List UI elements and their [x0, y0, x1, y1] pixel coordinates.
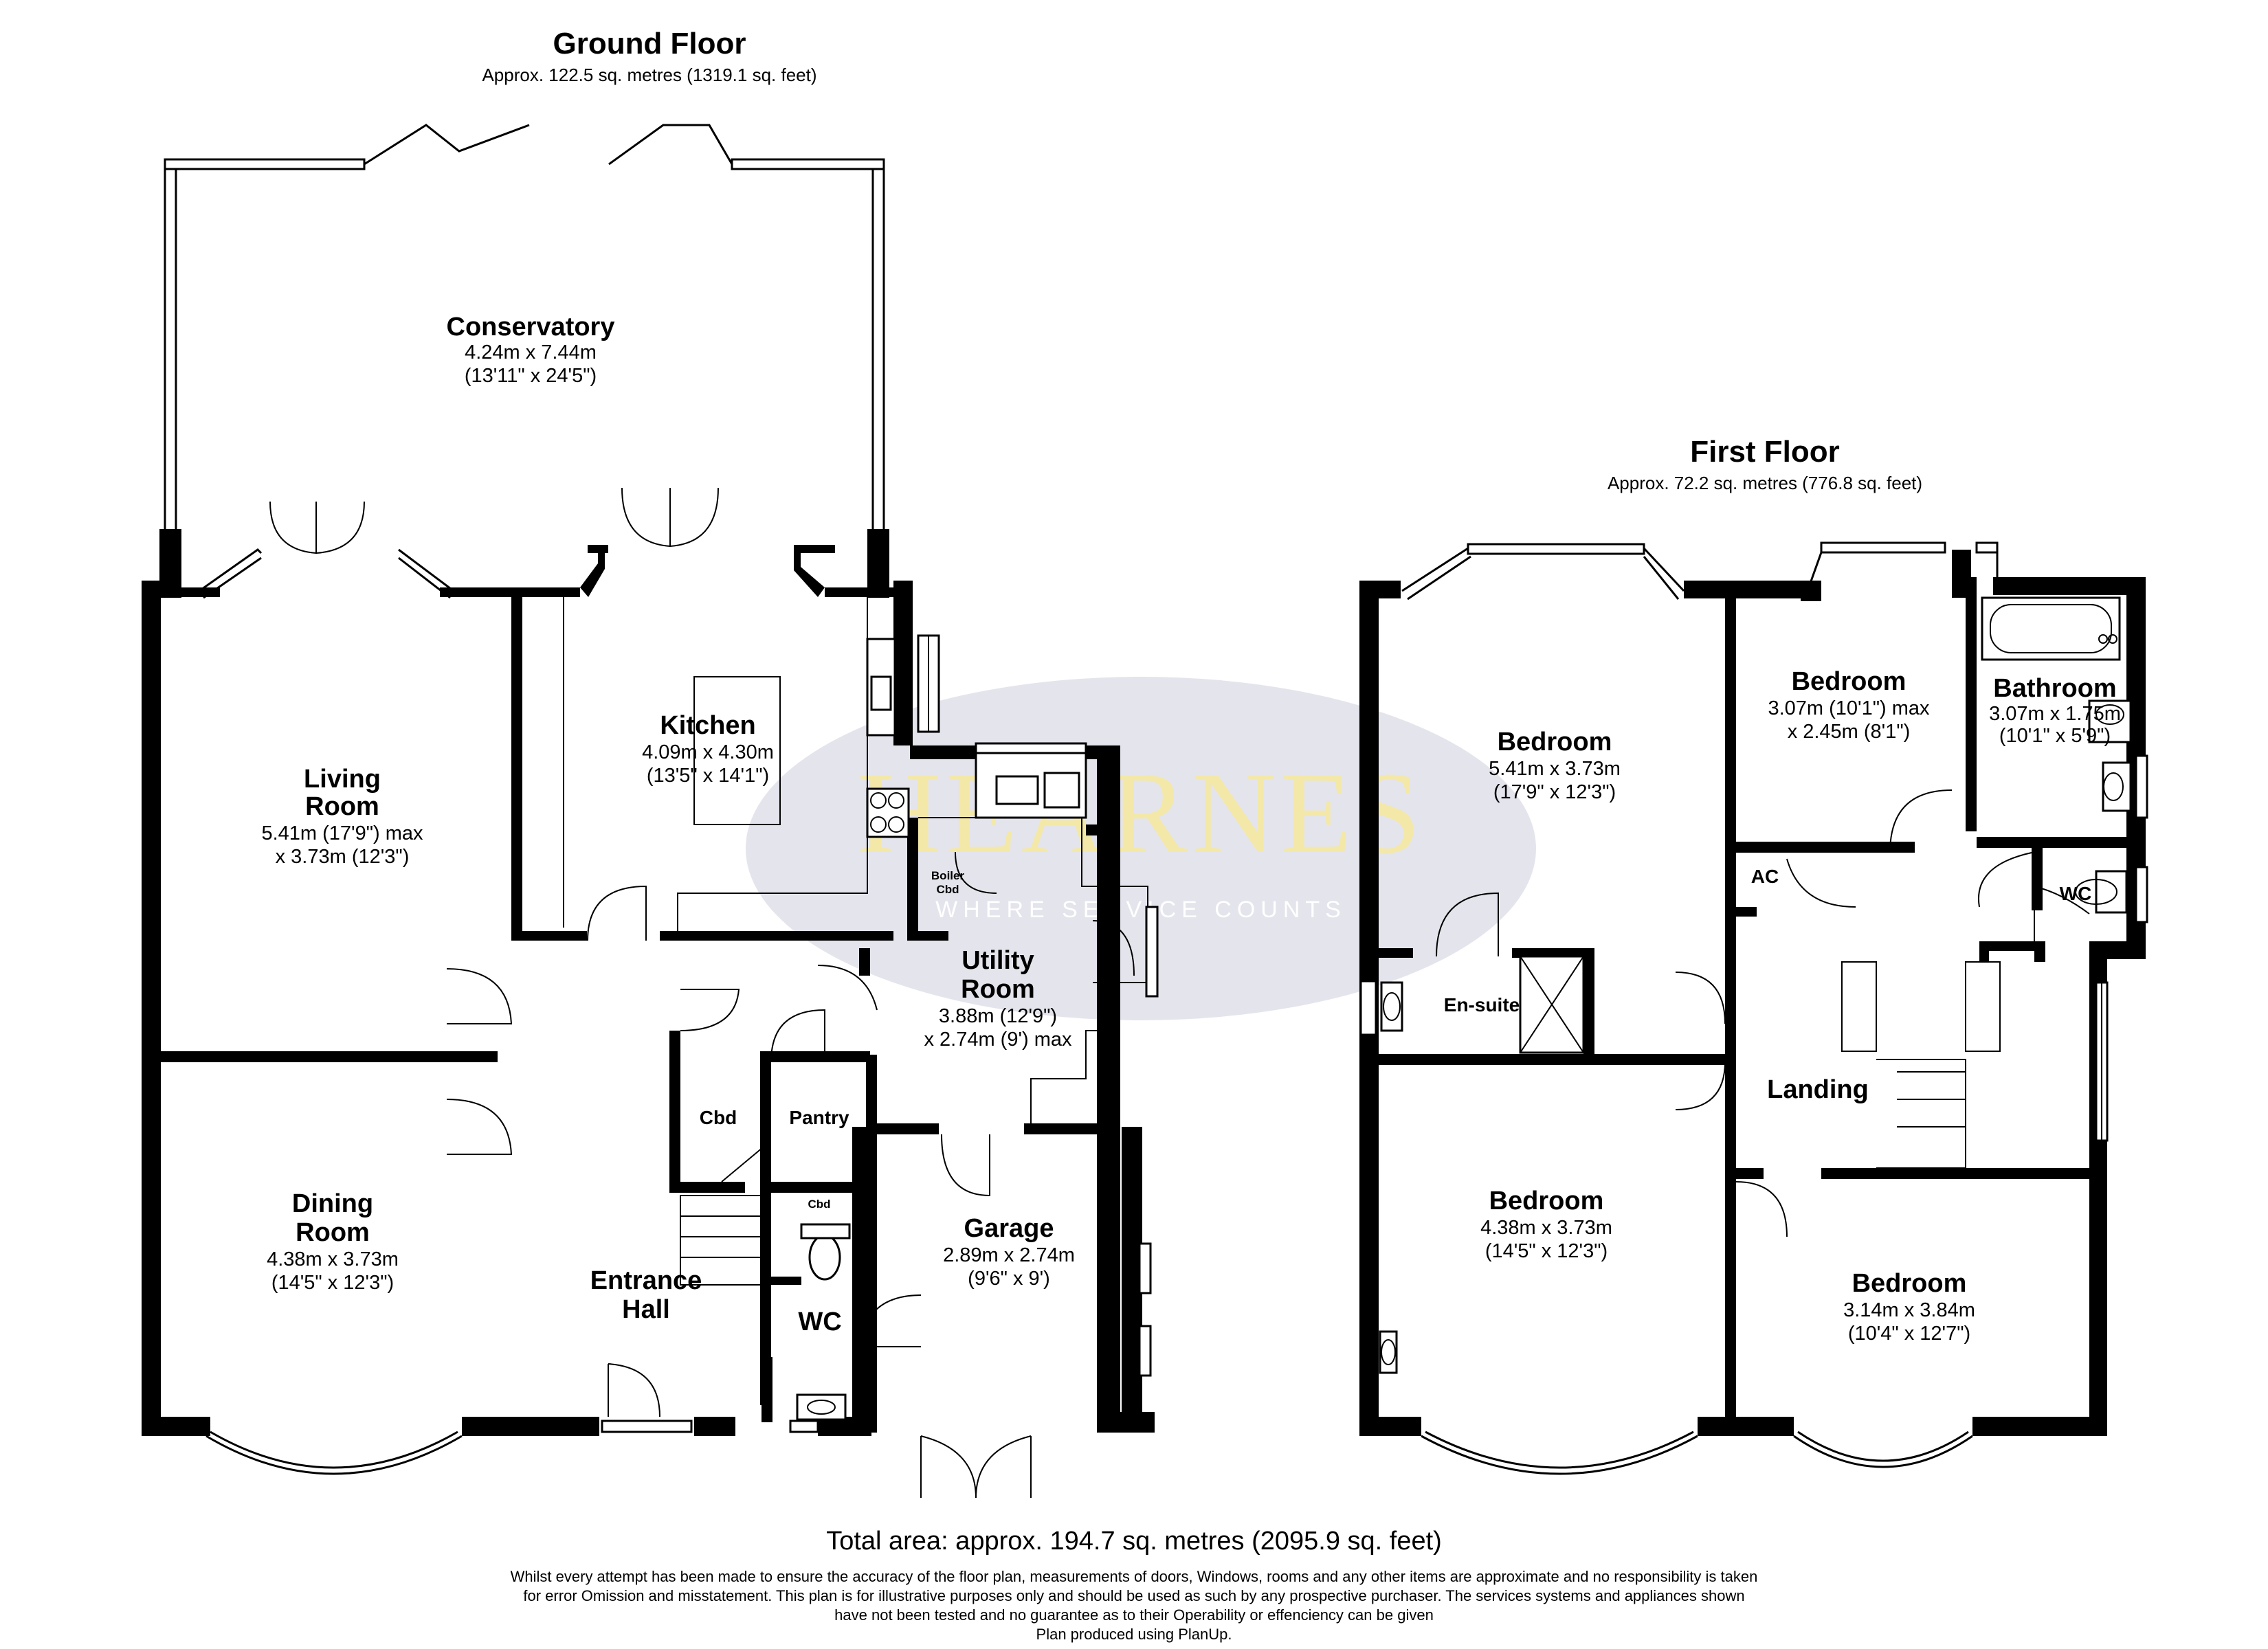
utility-room-name-1: Utility	[961, 946, 1034, 975]
bedroom-2-dim-1: 3.07m (10'1") max	[1768, 697, 1930, 719]
bathroom-dim-2: (10'1" x 5'9")	[1999, 725, 2111, 747]
disclaimer-line-3: have not been tested and no guarantee as…	[834, 1606, 1434, 1624]
conservatory-dim-metric: 4.24m x 7.44m	[465, 341, 597, 363]
ac-label: AC	[1751, 866, 1779, 887]
ground-floor-area: Approx. 122.5 sq. metres (1319.1 sq. fee…	[482, 65, 816, 85]
garage-dim-metric: 2.89m x 2.74m	[943, 1244, 1075, 1266]
living-room-name-1: Living	[304, 765, 381, 794]
watermark-tagline: WHERE SERVICE COUNTS	[935, 897, 1346, 923]
watermark-brand: HEARNES	[857, 748, 1425, 877]
first-interior-walls	[1379, 577, 2128, 1419]
living-room-dim-1: 5.41m (17'9") max	[261, 822, 423, 844]
first-floor-title: First Floor	[1690, 435, 1840, 469]
disclaimer-line-2: for error Omission and misstatement. Thi…	[523, 1587, 1744, 1604]
utility-room-dim-1: 3.88m (12'9")	[939, 1005, 1057, 1027]
bedroom-3-name: Bedroom	[1489, 1187, 1604, 1215]
living-room-name-2: Room	[305, 792, 379, 821]
entrance-hall-name-1: Entrance	[590, 1266, 702, 1295]
ground-windows	[601, 634, 1159, 1433]
bedroom-2-dim-2: x 2.45m (8'1")	[1788, 721, 1911, 743]
dining-room-dim-2: (14'5" x 12'3")	[271, 1272, 394, 1294]
first-front-bays	[1421, 1431, 1973, 1475]
first-doors	[1436, 789, 2090, 1237]
ground-wc-fixtures	[796, 1223, 851, 1421]
living-room-dim-2: x 3.73m (12'3")	[276, 846, 410, 868]
ground-floor-plan: Ground Floor Approx. 122.5 sq. metres (1…	[142, 27, 1159, 1499]
first-wc-label: WC	[2060, 883, 2092, 904]
footer: Total area: approx. 194.7 sq. metres (20…	[511, 1527, 1758, 1643]
pantry-label: Pantry	[789, 1107, 849, 1128]
total-area: Total area: approx. 194.7 sq. metres (20…	[826, 1527, 1442, 1556]
dining-room-dim-1: 4.38m x 3.73m	[267, 1248, 399, 1270]
kitchen-dim-metric: 4.09m x 4.30m	[642, 741, 774, 763]
first-floor-plan: First Floor Approx. 72.2 sq. metres (776…	[1359, 435, 2148, 1475]
disclaimer-line-4: Plan produced using PlanUp.	[1036, 1626, 1232, 1643]
first-windows	[1359, 541, 2148, 1142]
disclaimer-line-1: Whilst every attempt has been made to en…	[511, 1568, 1758, 1585]
bedroom-3-dim-1: 4.38m x 3.73m	[1480, 1217, 1612, 1239]
cbd-label: Cbd	[700, 1107, 737, 1128]
conservatory-dim-imperial: (13'11" x 24'5")	[465, 365, 597, 387]
first-floor-area: Approx. 72.2 sq. metres (776.8 sq. feet)	[1608, 473, 1922, 493]
ensuite-fixtures	[1379, 955, 1585, 1374]
ensuite-label: En-suite	[1444, 994, 1520, 1016]
bathroom-fixtures	[1981, 596, 2132, 914]
ground-interior-walls	[161, 545, 1120, 1433]
kitchen-dim-imperial: (13'5" x 14'1")	[647, 765, 769, 787]
boiler-label-1: Boiler	[931, 869, 965, 882]
ground-stairs	[680, 1030, 1120, 1286]
dining-room-name-2: Room	[296, 1218, 370, 1247]
first-floor-labels: First Floor Approx. 72.2 sq. metres (776…	[1444, 435, 2121, 1345]
wc-cbd-label: Cbd	[808, 1198, 830, 1211]
ground-floor-labels: Ground Floor Approx. 122.5 sq. metres (1…	[261, 27, 1074, 1336]
landing-name: Landing	[1767, 1075, 1869, 1104]
entrance-hall-name-2: Hall	[622, 1295, 670, 1324]
utility-room-name-2: Room	[961, 975, 1035, 1004]
kitchen-units	[563, 597, 1148, 983]
ground-floor-title: Ground Floor	[553, 27, 746, 60]
bedroom-4-name: Bedroom	[1852, 1269, 1967, 1298]
first-stairs	[1841, 961, 2001, 1169]
bedroom-2-name: Bedroom	[1792, 667, 1906, 696]
bedroom-3-dim-2: (14'5" x 12'3")	[1485, 1240, 1608, 1262]
garage-dim-imperial: (9'6" x 9')	[968, 1268, 1050, 1290]
master-bedroom-name: Bedroom	[1498, 728, 1612, 756]
bathroom-name: Bathroom	[1993, 674, 2116, 703]
master-bedroom-dim-1: 5.41m x 3.73m	[1489, 758, 1621, 780]
boiler-label-2: Cbd	[936, 883, 959, 896]
conservatory-bays	[199, 548, 454, 599]
ground-front-bays	[205, 1431, 463, 1475]
conservatory-name: Conservatory	[447, 313, 615, 341]
kitchen-name: Kitchen	[660, 711, 755, 740]
master-bedroom-dim-2: (17'9" x 12'3")	[1493, 781, 1616, 803]
bedroom-4-dim-2: (10'4" x 12'7")	[1848, 1323, 1970, 1345]
garage-name: Garage	[964, 1214, 1054, 1243]
bathroom-dim-1: 3.07m x 1.75m	[1989, 703, 2121, 725]
ground-wc-label: WC	[798, 1308, 841, 1336]
bedroom-4-dim-1: 3.14m x 3.84m	[1843, 1299, 1975, 1321]
dining-room-name-1: Dining	[292, 1189, 373, 1218]
ground-doors	[269, 487, 1135, 1499]
utility-room-dim-2: x 2.74m (9') max	[924, 1029, 1072, 1051]
